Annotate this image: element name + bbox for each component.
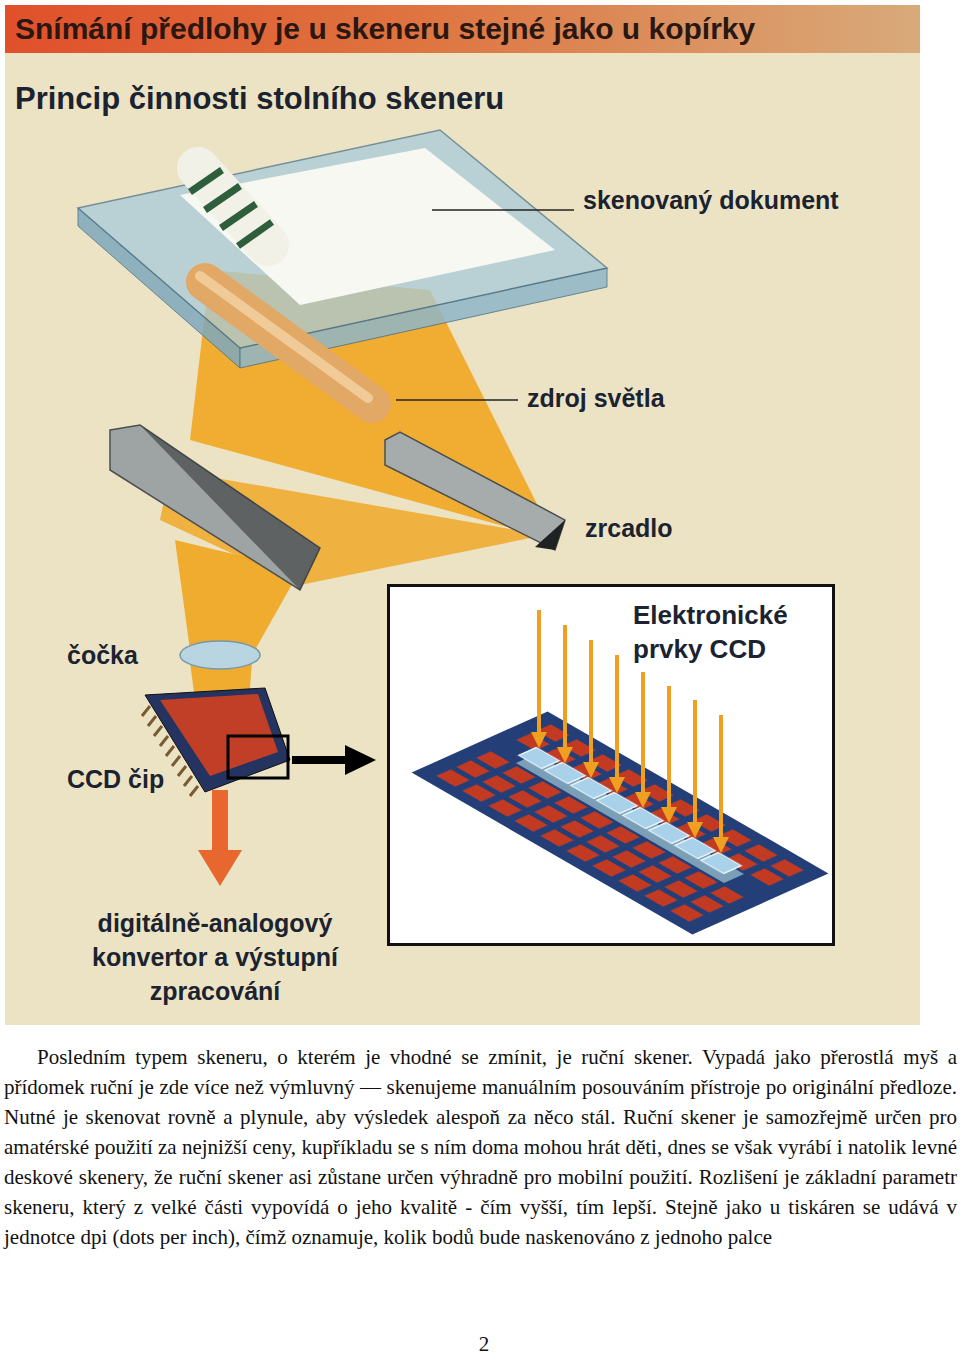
light-arrow <box>641 672 645 800</box>
inset-box: Elektronické prvky CCD <box>387 584 835 946</box>
title-band: Snímání předlohy je u skeneru stejné jak… <box>5 5 920 53</box>
ccd-chip <box>145 688 290 792</box>
part-label: zdroj světla <box>527 383 665 414</box>
cap-stripe <box>221 204 256 228</box>
ccd-plate <box>412 711 829 934</box>
output-arrow <box>198 790 242 886</box>
ccd-elements <box>516 746 744 875</box>
part-label: zrcadlo <box>585 513 673 544</box>
ccd-cells <box>510 721 810 889</box>
light-arrow <box>693 700 697 830</box>
cap-stripe <box>190 170 222 192</box>
light-arrow <box>615 655 619 785</box>
glass-plate <box>78 130 607 348</box>
figure-heading: Princip činnosti stolního skeneru <box>15 80 504 119</box>
ccd-array <box>412 711 829 934</box>
zoom-frame <box>228 736 288 778</box>
box-label: Elektronické prvky CCD <box>633 598 823 666</box>
zoom-arrow <box>292 756 348 764</box>
lens <box>180 641 260 669</box>
page-number: 2 <box>4 1331 960 1357</box>
light-arrow <box>589 640 593 770</box>
light-arrow <box>719 715 723 845</box>
mirror-face <box>140 425 320 590</box>
zoom-arrow-head <box>345 745 376 775</box>
body-paragraph: Posledním typem skeneru, o kterém je vho… <box>4 1042 957 1252</box>
cap-stripe <box>238 222 272 246</box>
cap-stripe <box>205 186 240 210</box>
ccd-element-row <box>516 746 744 875</box>
title-text: Snímání předlohy je u skeneru stejné jak… <box>15 11 755 47</box>
mirror <box>385 432 565 550</box>
leader-line <box>396 399 518 401</box>
inset-ground <box>387 584 835 946</box>
part-label: digitálně-analogový konvertor a výstupní… <box>84 906 346 1008</box>
light-arrow <box>563 625 567 755</box>
mirror <box>110 425 320 590</box>
light-arrow <box>537 610 541 740</box>
leader-line <box>432 209 574 211</box>
tube-highlight <box>200 276 368 398</box>
part-label: CCD čip <box>67 764 164 795</box>
part-label: skenovaný dokument <box>583 185 839 216</box>
light-arrow <box>667 686 671 815</box>
part-label: čočka <box>67 640 138 671</box>
illustration-ground <box>5 5 920 1025</box>
mirror-face <box>535 520 565 550</box>
